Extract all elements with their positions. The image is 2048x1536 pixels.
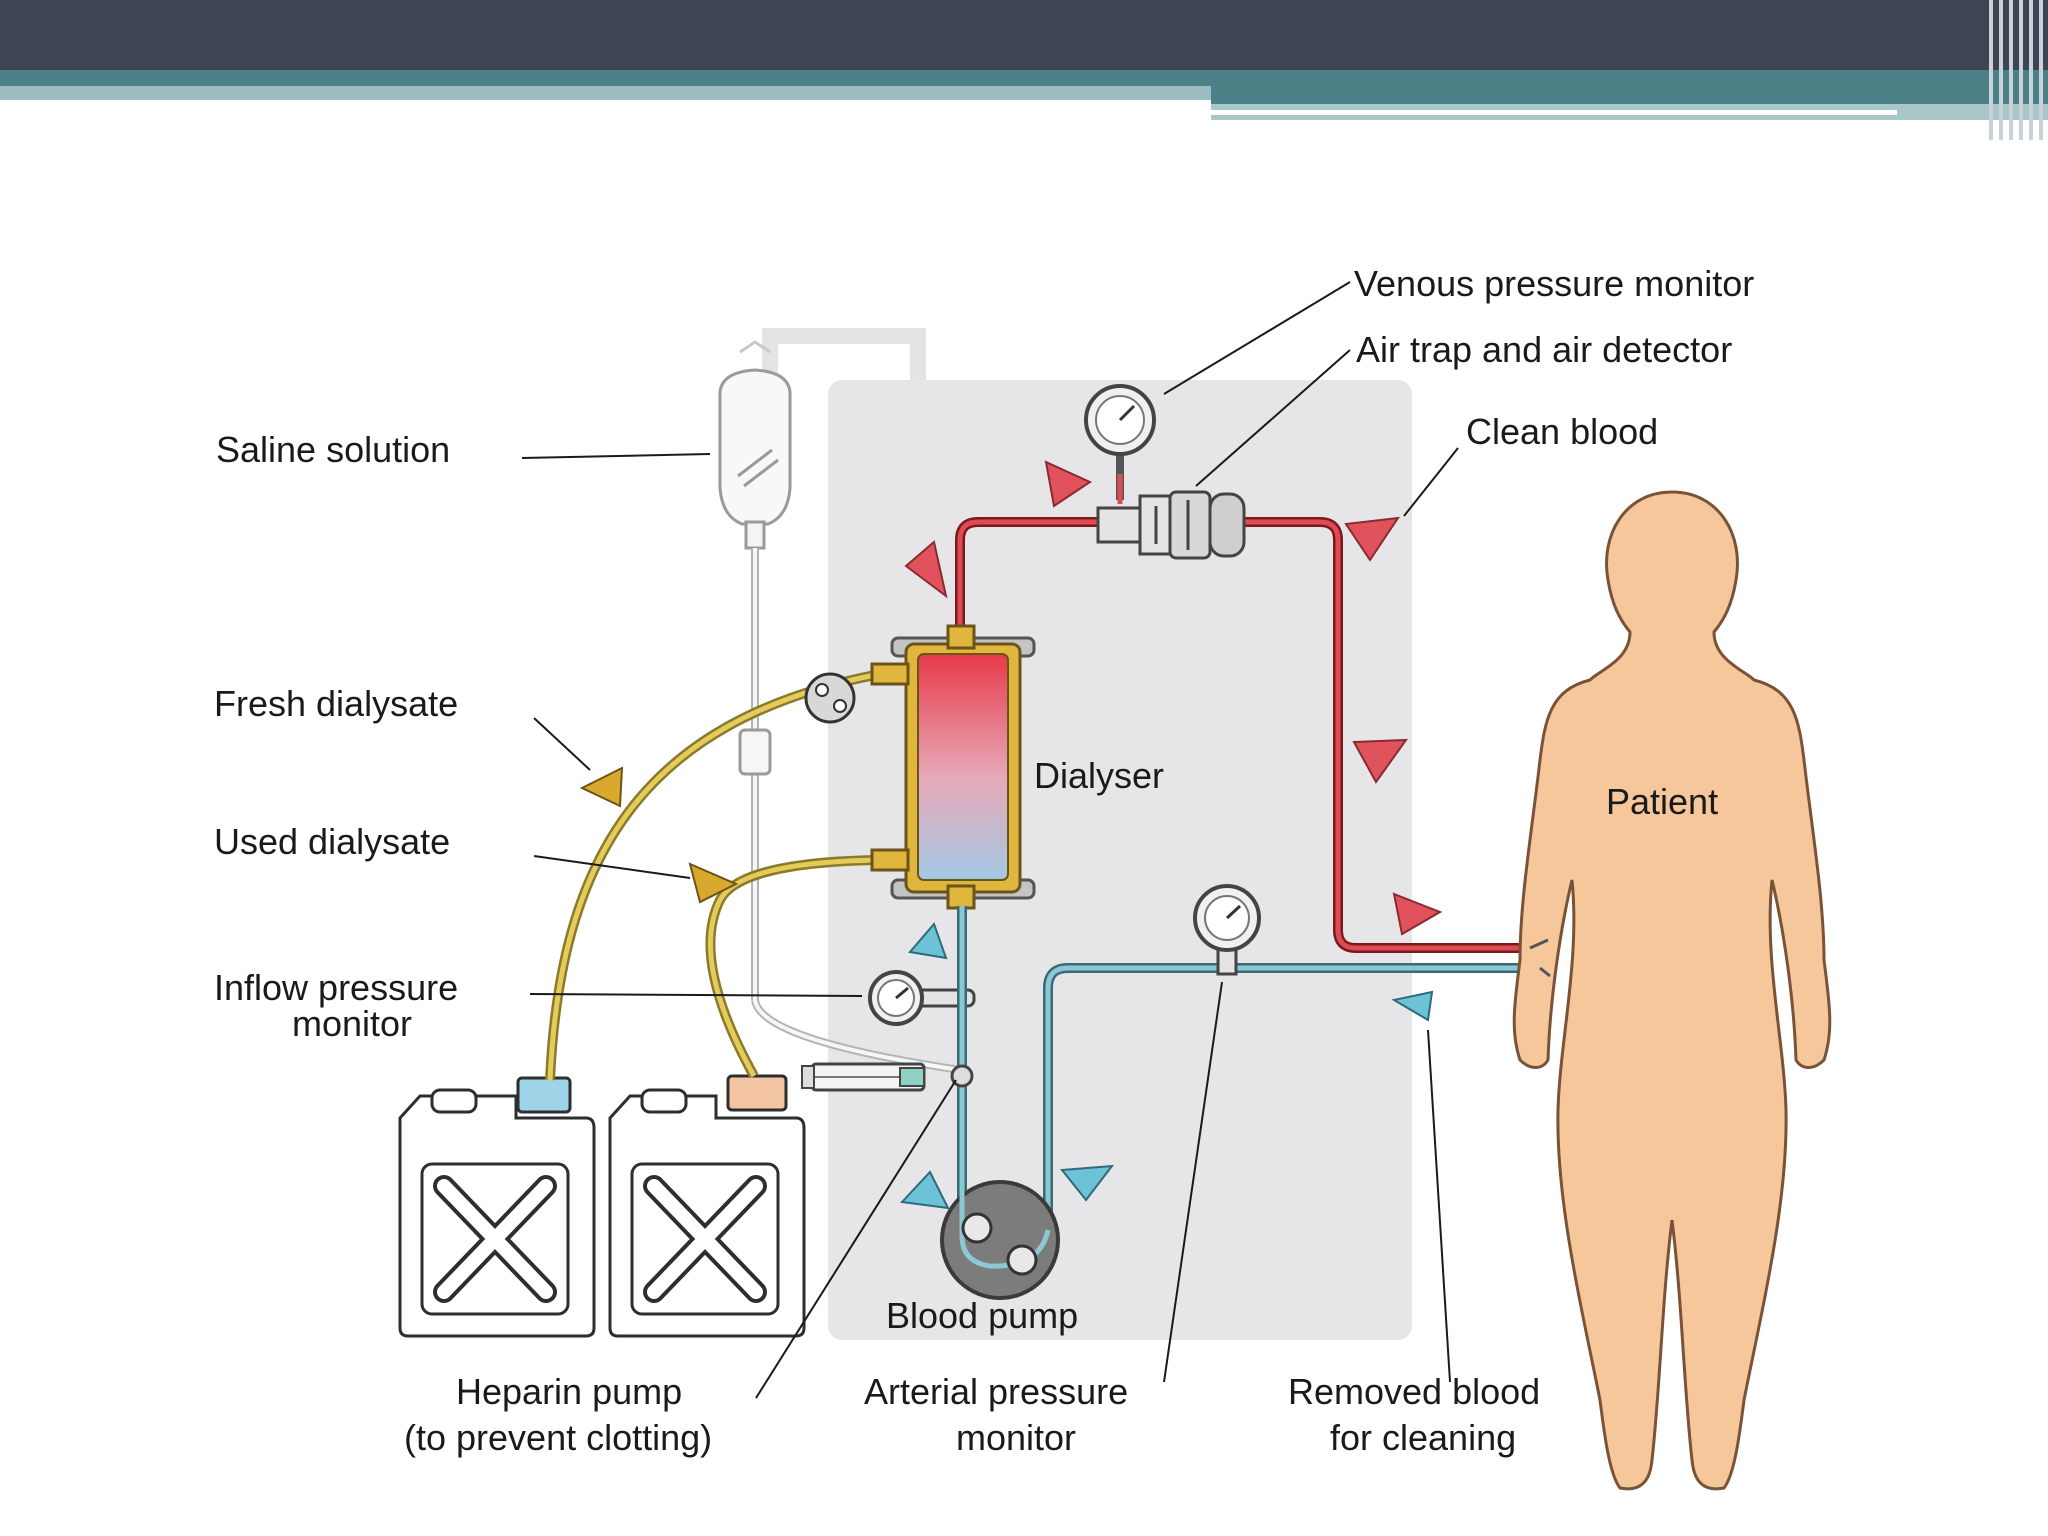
header-light-band xyxy=(0,86,1211,100)
arrow-clean-blood xyxy=(904,540,948,599)
dialyser xyxy=(870,624,1036,910)
header-white-line-short xyxy=(1652,131,2022,135)
arrow-removed-blood xyxy=(1391,990,1434,1022)
saline-bag xyxy=(718,340,961,1074)
blood-pump xyxy=(940,1180,1060,1300)
label-blood-pump: Blood pump xyxy=(886,1295,1078,1336)
arrow-dialysate xyxy=(688,862,739,904)
header-dark-band xyxy=(0,0,2048,70)
patient-figure xyxy=(1512,490,1832,1491)
arrow-removed-blood xyxy=(899,1170,950,1210)
air-trap xyxy=(1096,490,1246,560)
label-saline-solution: Saline solution xyxy=(216,429,450,470)
label-used-dialysate: Used dialysate xyxy=(214,821,450,862)
arrow-dialysate xyxy=(579,766,624,808)
arrow-clean-blood xyxy=(1044,460,1093,508)
heparin-pump xyxy=(801,1062,974,1092)
label-dialyser: Dialyser xyxy=(1034,755,1164,796)
arrow-clean-blood xyxy=(1392,892,1443,936)
labels: Venous pressure monitor Air trap and air… xyxy=(214,263,1754,1458)
leader-lines xyxy=(521,281,1459,1399)
dialysate-tubes xyxy=(545,669,881,1081)
label-patient: Patient xyxy=(1606,781,1718,822)
header-teal-band xyxy=(0,70,2048,86)
inflow-pressure-monitor xyxy=(868,970,976,1026)
venous-pressure-monitor xyxy=(1084,384,1156,504)
header-teal-band-right xyxy=(1211,86,2048,104)
label-venous-pressure-monitor: Venous pressure monitor xyxy=(1354,263,1754,304)
label-clean-blood: Clean blood xyxy=(1466,411,1658,452)
arrow-clean-blood xyxy=(1352,738,1408,784)
flow-arrows xyxy=(579,460,1443,1210)
label-heparin-pump-line2: (to prevent clotting) xyxy=(404,1417,712,1458)
label-removed-blood-line2: for cleaning xyxy=(1330,1417,1516,1458)
arrow-clean-blood xyxy=(1344,516,1401,562)
header-white-line xyxy=(1211,110,1897,115)
label-inflow-pressure-monitor-line1: Inflow pressure xyxy=(214,967,458,1008)
clean-blood-line xyxy=(955,517,1530,953)
label-removed-blood-line1: Removed blood xyxy=(1288,1371,1540,1412)
arterial-pressure-monitor xyxy=(1193,884,1261,976)
label-air-trap: Air trap and air detector xyxy=(1356,329,1732,370)
slide-header xyxy=(0,0,2048,140)
dialysate-canisters xyxy=(398,1074,806,1338)
label-fresh-dialysate: Fresh dialysate xyxy=(214,683,458,724)
label-inflow-pressure-monitor-line2: monitor xyxy=(292,1003,412,1044)
machine-body xyxy=(762,328,1412,1340)
label-arterial-pressure-monitor-line2: monitor xyxy=(956,1417,1076,1458)
arrow-removed-blood xyxy=(908,922,948,960)
arrow-removed-blood xyxy=(1060,1164,1115,1202)
label-heparin-pump-line1: Heparin pump xyxy=(456,1371,682,1412)
label-arterial-pressure-monitor-line1: Arterial pressure xyxy=(864,1371,1128,1412)
header-stripes xyxy=(1985,0,2048,140)
